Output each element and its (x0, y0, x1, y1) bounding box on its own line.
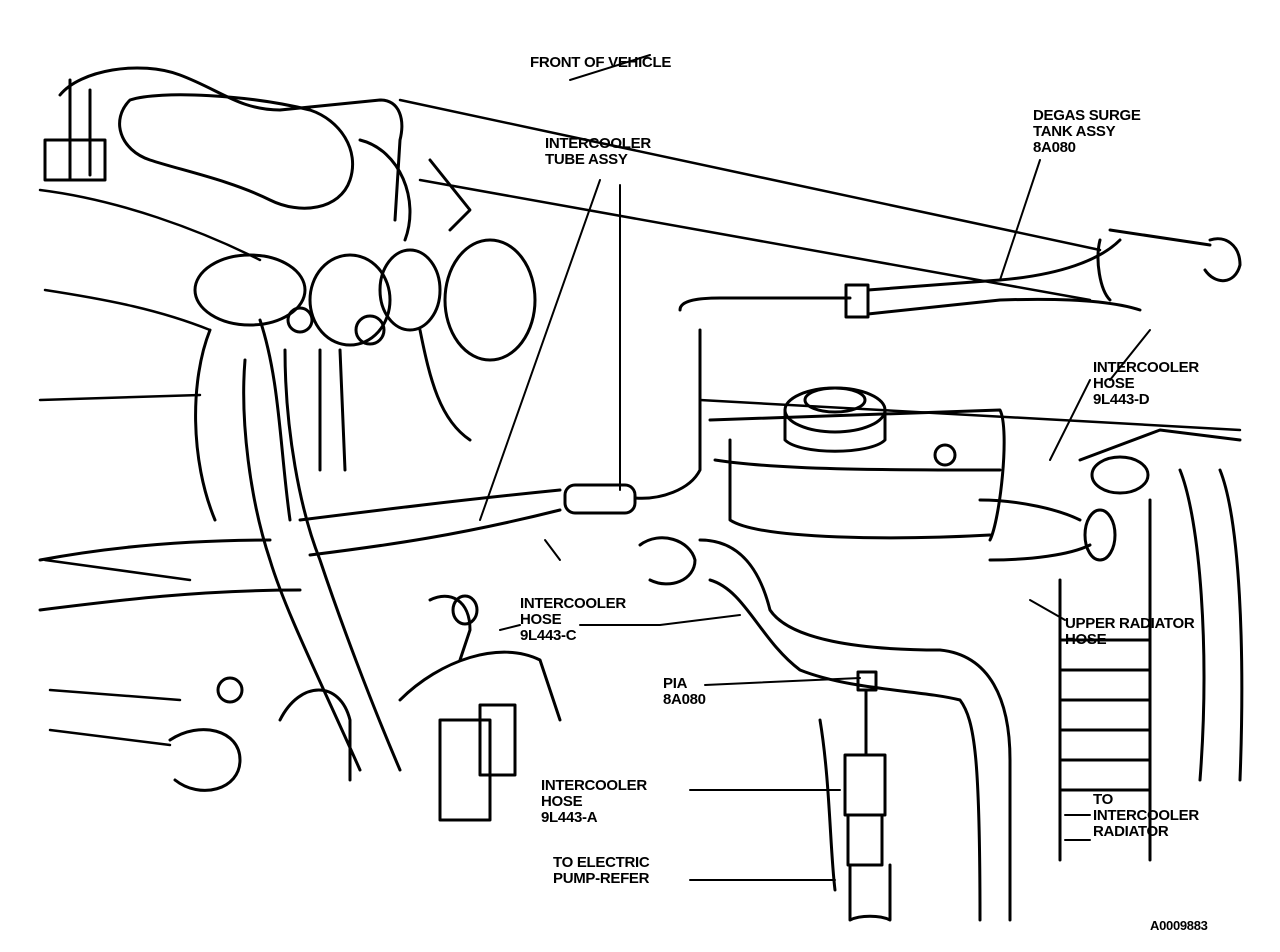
label-line: HOSE (1065, 631, 1107, 648)
label-line: PUMP-REFER (553, 870, 650, 887)
label-line: UPPER RADIATOR (1065, 615, 1195, 632)
upper-radiator-hose (698, 498, 1117, 922)
label-line: DEGAS SURGE (1033, 107, 1141, 124)
degas-surge-tank (708, 386, 1006, 542)
label-line: 8A080 (663, 691, 706, 708)
figure-id-text: A0009883 (1150, 918, 1208, 933)
label-line: INTERCOOLER (1093, 807, 1199, 824)
label-line: 9L443-C (520, 627, 577, 644)
leader-lines (479, 54, 1151, 881)
electric-pump-hose (818, 670, 892, 922)
label-to-intercooler-radiator: TO INTERCOOLER RADIATOR (1093, 792, 1199, 840)
intake-manifold (43, 66, 472, 242)
label-line: INTERCOOLER (545, 135, 651, 152)
label-line: HOSE (541, 793, 583, 810)
label-front-of-vehicle: FRONT OF VEHICLE (530, 55, 671, 71)
label-upper-radiator-hose: UPPER RADIATOR HOSE (1065, 615, 1195, 648)
throttle-body (193, 238, 537, 522)
label-line: RADIATOR (1093, 823, 1169, 840)
large-intercooler-hose (38, 348, 402, 772)
label-line: TUBE ASSY (545, 151, 628, 168)
body-outline (38, 98, 1242, 747)
label-front-of-vehicle-text: FRONT OF VEHICLE (530, 54, 672, 71)
label-intercooler-hose-d: INTERCOOLER HOSE 9L443-D (1093, 360, 1199, 408)
label-line: HOSE (520, 611, 562, 628)
label-line: 9L443-A (541, 809, 598, 826)
label-line: TANK ASSY (1033, 123, 1116, 140)
label-line: HOSE (1093, 375, 1135, 392)
label-line: INTERCOOLER (520, 595, 626, 612)
intercooler-pump (168, 536, 697, 822)
label-to-electric-pump: TO ELECTRIC PUMP-REFER (553, 854, 650, 887)
intercooler-tube-assy (298, 238, 1142, 557)
radiator (1058, 228, 1244, 862)
label-intercooler-hose-c: INTERCOOLER HOSE 9L443-C (520, 596, 626, 644)
label-line: INTERCOOLER (541, 777, 647, 794)
label-intercooler-hose-a: INTERCOOLER HOSE 9L443-A (541, 778, 647, 826)
label-degas-surge-tank: DEGAS SURGE TANK ASSY 8A080 (1033, 108, 1141, 156)
figure-id: A0009883 (1150, 918, 1208, 934)
label-line: 8A080 (1033, 139, 1076, 156)
label-intercooler-tube-assy: INTERCOOLER TUBE ASSY (545, 136, 651, 168)
label-line: INTERCOOLER (1093, 359, 1199, 376)
label-line: TO ELECTRIC (553, 854, 650, 871)
label-pia: PIA 8A080 (663, 676, 706, 708)
label-line: 9L443-D (1093, 391, 1150, 408)
label-line: TO (1093, 791, 1113, 808)
label-line: PIA (663, 675, 688, 692)
